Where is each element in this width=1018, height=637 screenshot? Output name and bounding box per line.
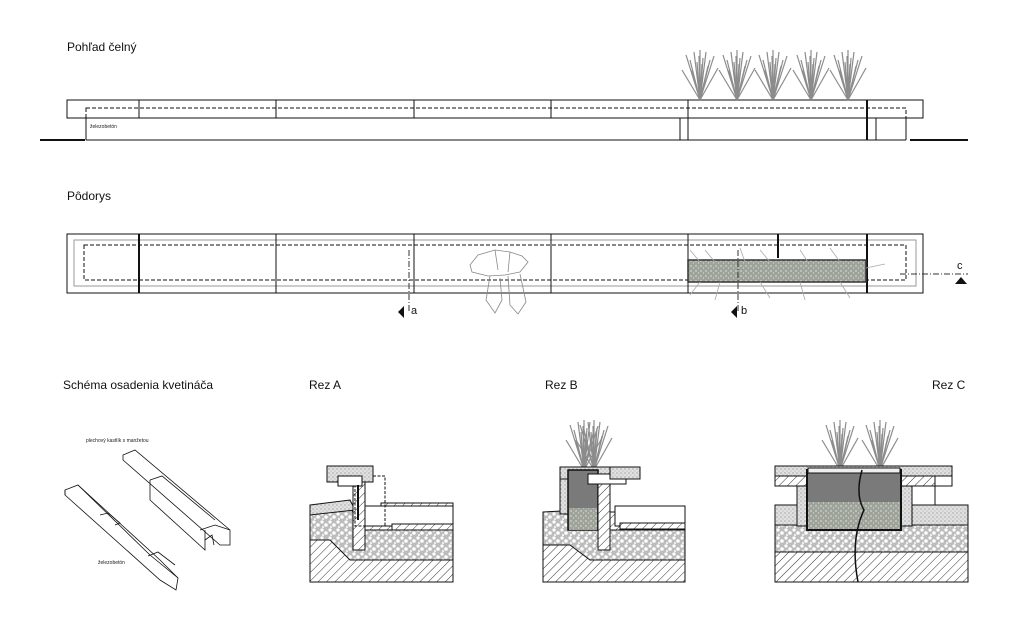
- section-c-drawing: [774, 419, 969, 583]
- grass-icon: [681, 49, 719, 101]
- front-view-title: Pohľad čelný: [67, 40, 137, 54]
- section-marker-b-icon: [731, 306, 737, 318]
- scheme-label-top: plechový kastlík s manžetou: [86, 438, 149, 444]
- scheme-drawing: [64, 449, 231, 591]
- section-b-drawing: [542, 419, 686, 583]
- section-a-drawing: [309, 465, 454, 583]
- scheme-title: Schéma osadenia kvetináča: [63, 378, 214, 392]
- scheme-label-bottom: železobetón: [98, 560, 125, 566]
- front-view-drawing: [40, 49, 968, 141]
- section-c-title: Rez C: [932, 378, 966, 392]
- grass-icon: [792, 49, 830, 101]
- grass-icon: [829, 49, 867, 101]
- grass-icon: [754, 49, 792, 101]
- section-marker-a-icon: [398, 306, 404, 318]
- plan-drawing: [66, 233, 968, 318]
- person-figure-icon: [469, 249, 529, 315]
- plan-title: Pôdorys: [67, 189, 112, 203]
- grass-icon: [718, 49, 756, 101]
- section-mark-c: c: [957, 260, 963, 272]
- front-view-material-label: železobetón: [90, 124, 117, 130]
- section-mark-b: b: [741, 305, 748, 317]
- section-b-title: Rez B: [545, 378, 578, 392]
- section-a-title: Rez A: [309, 378, 342, 392]
- planter-plan: [687, 259, 867, 283]
- section-marker-c-icon: [955, 277, 967, 284]
- section-mark-a: a: [411, 305, 418, 317]
